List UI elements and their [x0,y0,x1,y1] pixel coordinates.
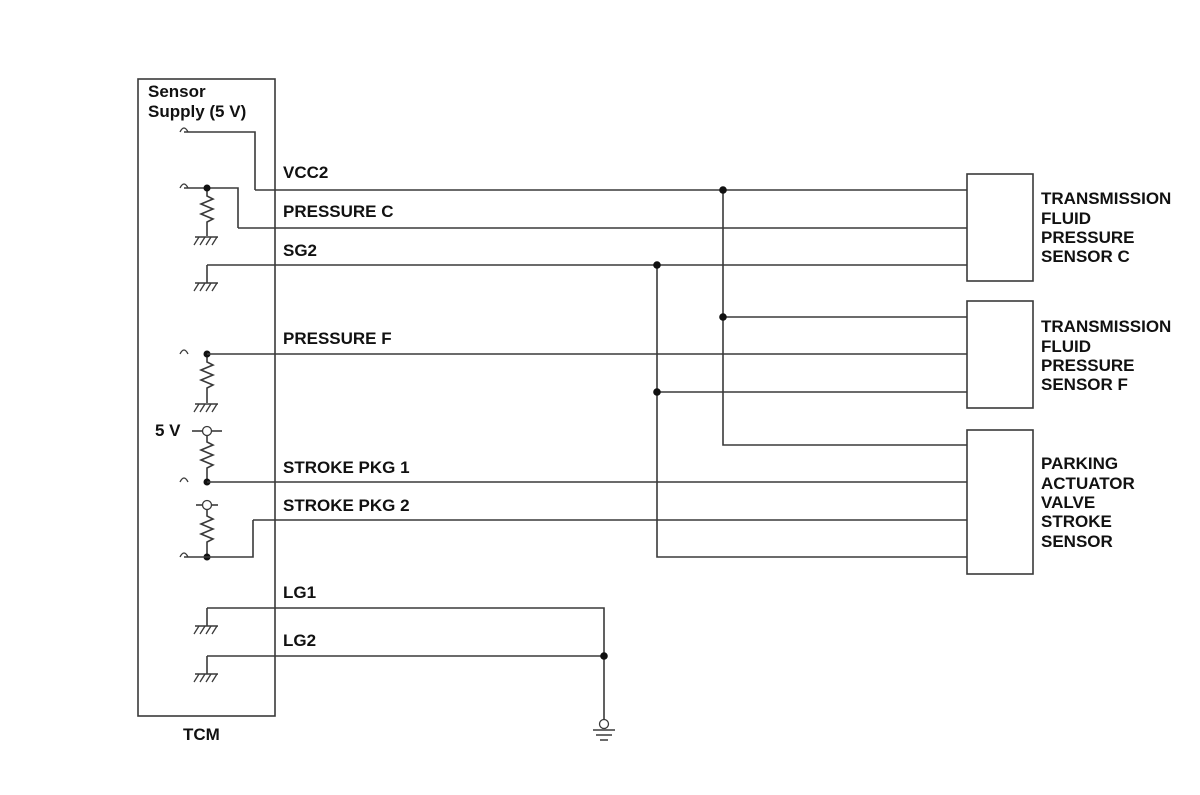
signal-label-vcc2: VCC2 [283,163,328,182]
body-ground-icon [593,718,615,741]
signal-label-pressure-c: PRESSURE C [283,202,394,221]
svg-text:SENSOR: SENSOR [1041,532,1113,551]
signal-label-stroke-pkg2: STROKE PKG 2 [283,496,410,515]
parking-sensor-label: PARKING ACTUATOR VALVE STROKE SENSOR [1041,454,1135,551]
ground-symbol [193,236,218,246]
sensor-supply-circuit [179,127,256,190]
svg-text:PRESSURE: PRESSURE [1041,228,1135,247]
pressure-c-input-circuit [179,183,239,246]
junction-dot [719,313,727,321]
sg2-bus [656,265,967,558]
tcm-supply-label-line1: Sensor [148,82,206,101]
svg-text:TRANSMISSION: TRANSMISSION [1041,189,1171,208]
lg1-ground-circuit [193,608,218,635]
junction-dot [719,186,727,194]
signal-label-stroke-pkg1: STROKE PKG 1 [283,458,410,477]
svg-text:PARKING: PARKING [1041,454,1118,473]
lg2-ground-circuit [193,656,218,683]
svg-text:SENSOR F: SENSOR F [1041,375,1128,394]
svg-text:TRANSMISSION: TRANSMISSION [1041,317,1171,336]
signal-label-lg2: LG2 [283,631,316,650]
tcm-supply-label-line2: Supply (5 V) [148,102,246,121]
svg-text:FLUID: FLUID [1041,209,1091,228]
svg-text:SENSOR C: SENSOR C [1041,247,1130,266]
svg-text:PRESSURE: PRESSURE [1041,356,1135,375]
sensor-c-box [966,173,1034,282]
parking-sensor-box [966,429,1034,575]
svg-text:ACTUATOR: ACTUATOR [1041,474,1135,493]
lg1-wire [207,607,605,720]
sensor-f-label: TRANSMISSION FLUID PRESSURE SENSOR F [1041,317,1171,394]
vcc2-bus [722,190,967,446]
sensor-f-box [966,300,1034,409]
sg2-ground-circuit [193,265,218,292]
tcm-label: TCM [183,725,220,744]
svg-text:FLUID: FLUID [1041,337,1091,356]
svg-text:STROKE: STROKE [1041,512,1112,531]
signal-label-sg2: SG2 [283,241,317,260]
junction-dot [600,652,608,660]
signal-label-pressure-f: PRESSURE F [283,329,392,348]
junction-dot [203,184,211,192]
svg-text:VALVE: VALVE [1041,493,1095,512]
ground-symbol [193,403,218,413]
sensor-c-label: TRANSMISSION FLUID PRESSURE SENSOR C [1041,189,1171,266]
junction-dot [653,261,661,269]
stroke-pkg2-input-circuit [179,499,254,561]
signal-label-lg1: LG1 [283,583,316,602]
junction-dot [653,388,661,396]
internal-5v-label: 5 V [155,421,181,440]
